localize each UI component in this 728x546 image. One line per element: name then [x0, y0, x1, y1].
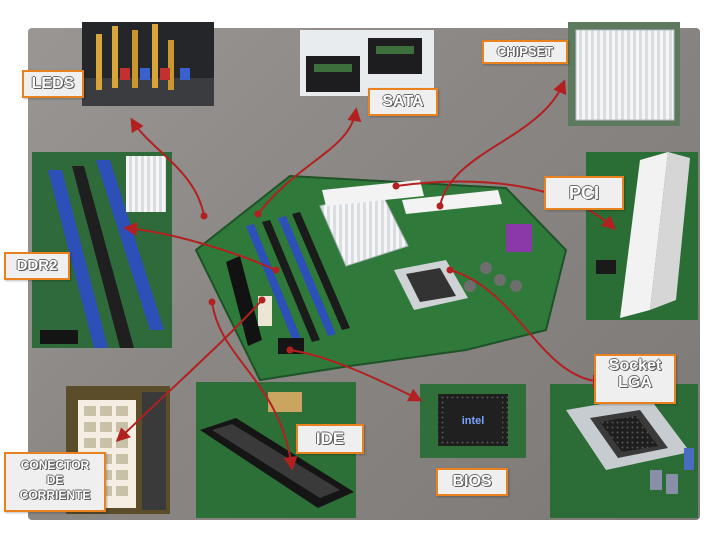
socket-photo: [550, 384, 698, 518]
label-conector-line1: CONECTOR: [20, 458, 90, 472]
label-leds: LEDS: [22, 70, 84, 98]
chipset-photo: [568, 22, 680, 126]
label-conector-line2: DE: [46, 473, 64, 487]
label-chipset: CHIPSET: [482, 40, 568, 64]
arrow-ide: [211, 301, 298, 471]
arrow-pci: [395, 180, 617, 230]
svg-text:intel: intel: [462, 415, 485, 427]
pci-photo: [586, 152, 698, 320]
callout-arrows: [115, 79, 617, 471]
label-socket-line2: LGA: [618, 373, 652, 391]
arrow-sata: [257, 107, 362, 215]
arrow-socket: [449, 269, 607, 389]
label-ide: IDE: [296, 424, 364, 454]
arrow-bios: [289, 349, 423, 402]
motherboard-photo: [194, 174, 568, 382]
label-sata: SATA: [368, 88, 438, 116]
label-conector-line3: CORRIENTE: [19, 488, 91, 502]
arrow-power: [115, 299, 263, 442]
bios-photo: intel: [420, 384, 526, 458]
ddr2-photo: [32, 152, 172, 348]
label-pci: PCI: [544, 176, 624, 210]
arrow-chipset: [439, 79, 567, 207]
label-socket-line1: Socket: [608, 357, 662, 374]
sata-photo: [300, 30, 434, 96]
arrow-ddr2: [123, 222, 277, 271]
leds-photo: [82, 22, 214, 106]
label-bios: BIOS: [436, 468, 508, 496]
label-conector-corriente: CONECTOR DE CORRIENTE: [4, 452, 106, 512]
arrow-leds: [130, 117, 205, 217]
label-socket-lga: Socket LGA: [594, 354, 676, 404]
label-ddr2: DDR2: [4, 252, 70, 280]
callout-origin-dots: [200, 182, 454, 354]
